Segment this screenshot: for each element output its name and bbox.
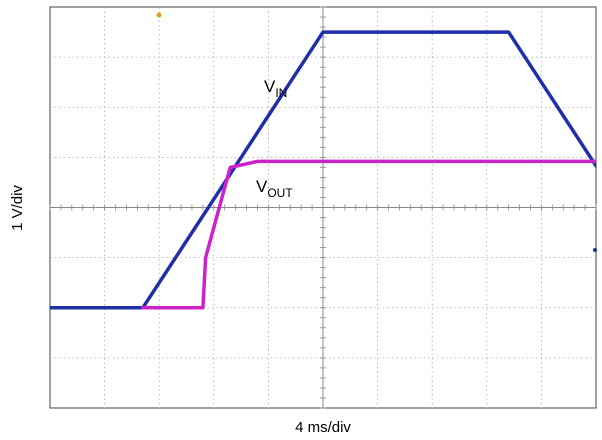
x-axis-label: 4 ms/div xyxy=(295,419,351,436)
plot-grid xyxy=(49,6,597,409)
vout-label: VOUT xyxy=(256,177,293,200)
trigger-marker-icon xyxy=(156,12,162,18)
y-axis-label: 1 V/div xyxy=(9,185,26,231)
channel-marker-icon xyxy=(593,248,597,252)
vin-label: VIN xyxy=(264,77,287,100)
vin-trace xyxy=(50,30,596,310)
vout-trace xyxy=(141,159,596,310)
trace-group xyxy=(50,30,596,310)
